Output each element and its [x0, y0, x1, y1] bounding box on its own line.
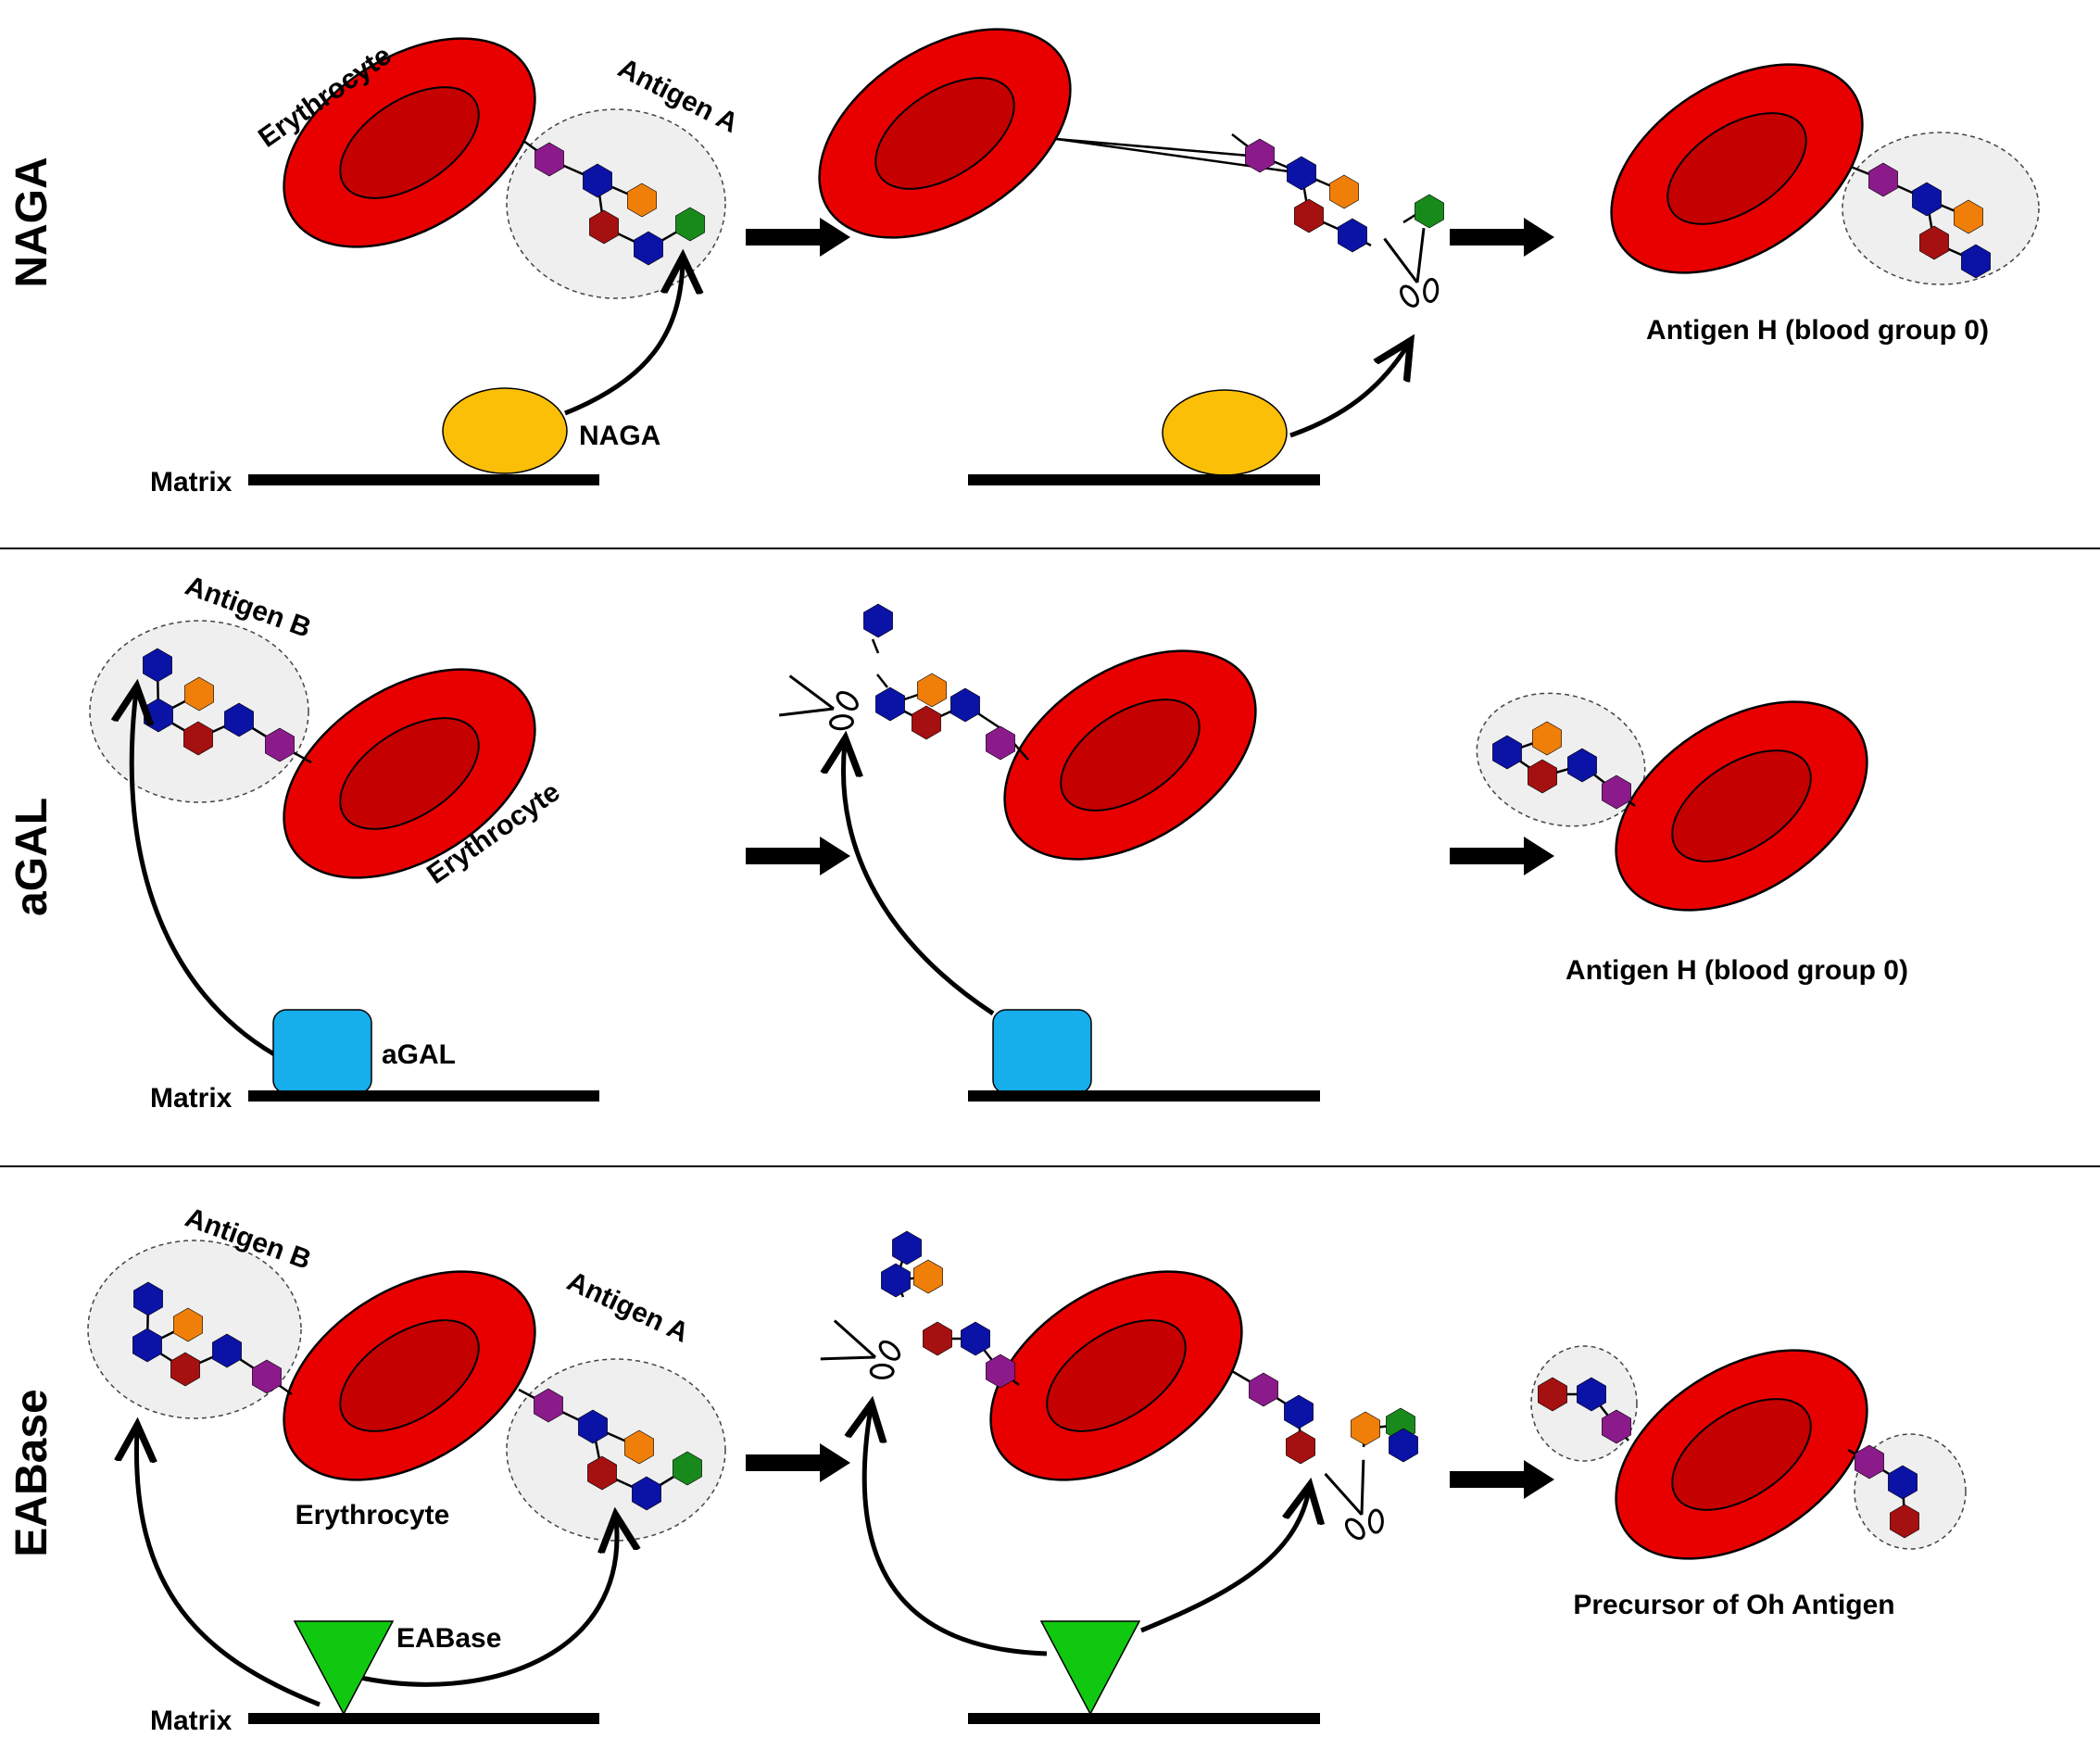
blue-sugar-cleaved	[863, 603, 893, 638]
row-label: EABase	[7, 1389, 57, 1556]
enzyme-arrow	[136, 1429, 321, 1707]
erythrocyte	[1577, 657, 1906, 955]
panel-naga-start: Erythrocyte Antigen A NAGA Matrix	[150, 0, 743, 497]
antigen-bubble	[1842, 132, 2040, 285]
orange-sugar	[917, 673, 947, 708]
panel-eabase-result: Precursor of Oh Antigen	[1530, 1305, 1967, 1620]
green-sugar-cleaved	[1415, 194, 1444, 229]
purple-sugar	[986, 725, 1015, 761]
eabase-enzyme	[1039, 1620, 1141, 1716]
darkred-sugar	[912, 705, 941, 740]
arrow-icon	[1450, 837, 1554, 875]
blue-sugar	[950, 687, 980, 723]
blue-sugar-cleaved	[881, 1263, 911, 1298]
panel-eabase-start: Antigen B Antigen A Erythrocyte	[87, 1202, 726, 1736]
antigen-b-bubble	[89, 620, 309, 803]
agal-enzyme	[992, 1009, 1092, 1094]
eabase-enzyme	[293, 1620, 395, 1716]
enzyme-label: EABase	[396, 1623, 501, 1654]
enzyme-arrow	[1289, 345, 1408, 438]
arrow-icon	[746, 837, 850, 875]
orange-sugar-cleaved	[913, 1259, 943, 1294]
panel-agal-start: Antigen B Erythrocyte aGAL Matrix	[89, 571, 599, 1114]
result-label: Precursor of Oh Antigen	[1573, 1590, 1894, 1620]
enzyme-arrow	[1140, 1490, 1309, 1633]
result-label: Antigen H (blood group 0)	[1646, 315, 1989, 346]
erythrocyte	[965, 606, 1295, 904]
blue-sugar	[875, 686, 905, 722]
row-label: aGAL	[7, 798, 57, 916]
arrow-icon	[746, 1443, 850, 1482]
blue-sugar	[1284, 1394, 1314, 1429]
matrix-label: Matrix	[150, 1706, 233, 1736]
antigen-a-bubble	[506, 108, 726, 299]
blue-sugar	[1287, 156, 1316, 191]
antigen-a-label: Antigen A	[562, 1265, 693, 1348]
row-agal: aGAL Antigen B Erythrocyte aGAL Matrix	[7, 571, 1908, 1114]
darkred-sugar	[1286, 1429, 1315, 1465]
orange-sugar	[1329, 174, 1359, 209]
panel-naga-cleaving	[780, 0, 1446, 485]
naga-enzyme	[442, 387, 568, 474]
row-eabase: EABase Antigen B Antigen A Erythrocyte	[7, 1202, 1967, 1736]
arrow-icon	[1450, 1460, 1554, 1499]
row-naga: NAGA Erythrocyte Antigen A NAGA Matrix	[7, 0, 2040, 497]
enzyme-label: aGAL	[382, 1039, 456, 1070]
scissors-icon	[777, 674, 864, 737]
matrix-label: Matrix	[150, 1083, 233, 1114]
scissors-icon	[819, 1318, 907, 1387]
erythrocyte-label: Erythrocyte	[296, 1500, 450, 1530]
panel-eabase-cleaving	[819, 1227, 1418, 1724]
blue-sugar	[1338, 218, 1367, 253]
result-label: Antigen H (blood group 0)	[1566, 955, 1908, 986]
agal-enzyme	[272, 1009, 372, 1094]
scissors-icon	[1382, 226, 1446, 313]
darkred-sugar	[1294, 198, 1324, 233]
arrow-icon	[1450, 218, 1554, 257]
enzyme-arrow	[843, 743, 995, 1016]
row-label: NAGA	[7, 157, 57, 287]
arrow-icon	[746, 218, 850, 257]
enzyme-arrow	[356, 1519, 617, 1687]
erythrocyte	[1572, 19, 1902, 318]
enzyme-arrow	[864, 1408, 1048, 1656]
enzyme-label: NAGA	[579, 421, 660, 451]
scissors-icon	[1323, 1458, 1391, 1546]
panel-naga-result: Antigen H (blood group 0)	[1572, 19, 2040, 346]
matrix-label: Matrix	[150, 467, 233, 497]
enzyme-arrow	[564, 261, 683, 416]
panel-agal-result: Antigen H (blood group 0)	[1476, 657, 1908, 986]
enzyme-arrow	[132, 691, 276, 1057]
purple-sugar	[1245, 138, 1275, 173]
purple-sugar	[1249, 1372, 1278, 1407]
antigen-a-bubble	[506, 1358, 726, 1542]
darkred-sugar	[923, 1321, 952, 1356]
naga-enzyme	[1162, 389, 1288, 476]
panel-agal-cleaving	[777, 603, 1320, 1102]
blue-sugar-cleaved	[892, 1230, 922, 1265]
orange-sugar-cleaved	[1351, 1411, 1380, 1446]
